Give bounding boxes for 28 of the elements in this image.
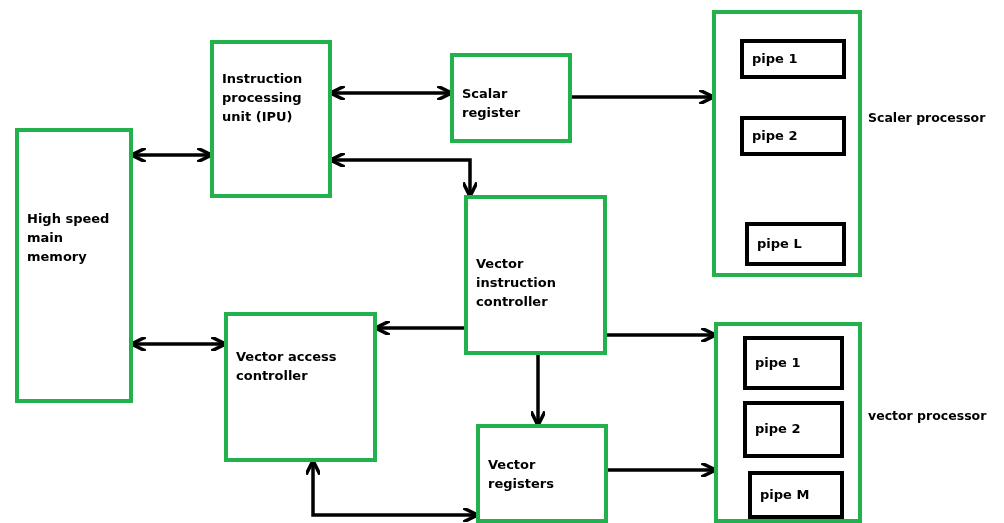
block-box xyxy=(224,312,377,462)
pipe-box xyxy=(743,336,844,390)
block-box xyxy=(464,195,607,355)
pipe-box xyxy=(743,401,844,458)
pipe-box xyxy=(740,116,846,156)
block-label: Vector instruction controller xyxy=(476,255,557,311)
block-label: Vector access controller xyxy=(236,348,338,385)
block-box xyxy=(210,40,332,198)
block-label: Vector registers xyxy=(488,456,555,493)
block-box xyxy=(476,424,608,523)
block-label: Instruction processing unit (IPU) xyxy=(222,70,304,126)
block-box xyxy=(15,128,133,403)
block-label: pipe 2 xyxy=(755,420,802,439)
block-box xyxy=(450,53,572,143)
group-label: Scaler processor xyxy=(868,110,986,125)
block-label: pipe 2 xyxy=(752,126,799,145)
group-box xyxy=(712,10,862,277)
block-label: pipe L xyxy=(757,234,803,253)
pipe-box xyxy=(745,222,846,266)
block-label: Scalar register xyxy=(462,85,522,122)
block-label: High speed main memory xyxy=(27,210,111,266)
block-label: pipe 1 xyxy=(755,353,802,372)
group-label: vector processor xyxy=(868,408,987,423)
pipe-box xyxy=(748,471,844,519)
block-label: pipe 1 xyxy=(752,49,799,68)
pipe-box xyxy=(740,39,846,79)
block-label: pipe M xyxy=(760,485,811,504)
group-box xyxy=(714,322,862,523)
